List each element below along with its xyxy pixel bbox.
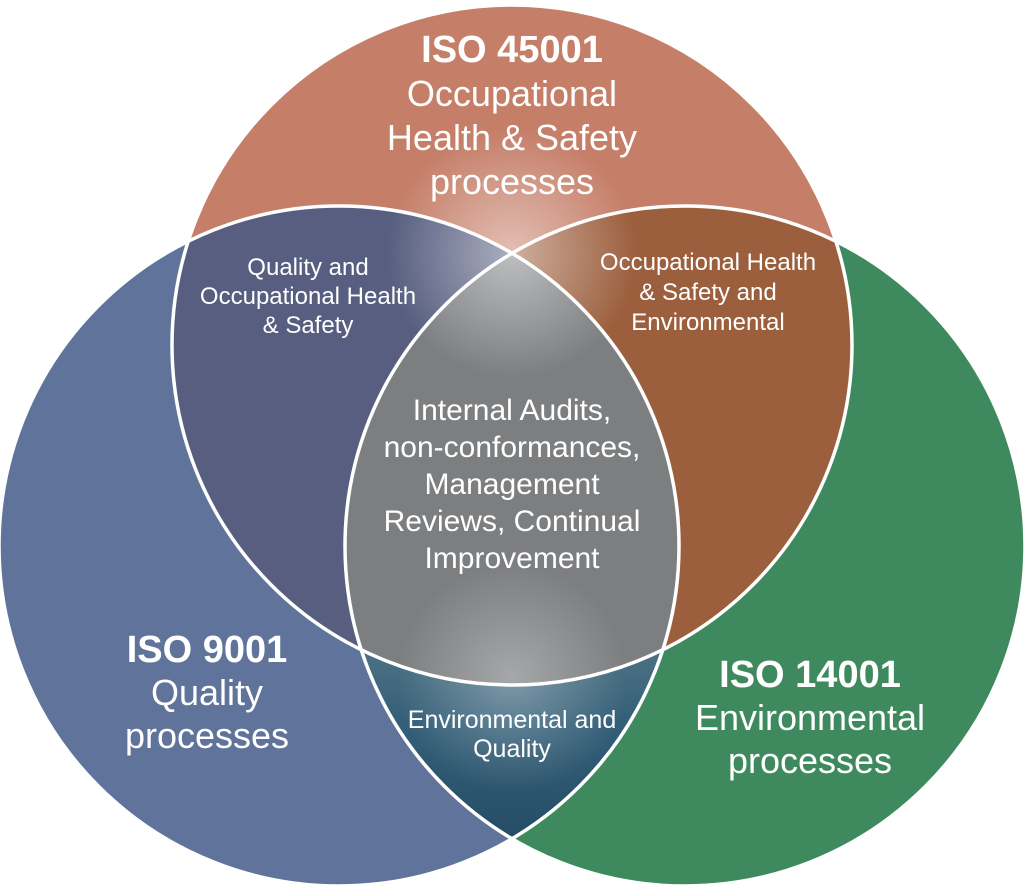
iso9001-line-2: processes (125, 715, 289, 756)
label-iso14001: ISO 14001 Environmental processes (695, 654, 925, 781)
iso14001-line-1: Environmental (695, 697, 925, 738)
label-iso45001: ISO 45001 Occupational Health & Safety p… (387, 29, 637, 202)
center-line-1: Internal Audits, (413, 394, 611, 427)
label-ohs-environmental: Occupational Health & Safety and Environ… (600, 249, 816, 336)
label-environmental-quality: Environmental and Quality (408, 706, 616, 763)
center-line-3: Management (424, 468, 600, 501)
quality-ohs-line-3: & Safety (263, 312, 354, 339)
iso14001-line-2: processes (728, 740, 892, 781)
center-line-5: Improvement (424, 542, 600, 575)
quality-ohs-line-1: Quality and (247, 254, 368, 281)
label-center: Internal Audits, non-conformances, Manag… (384, 394, 641, 575)
ohs-env-line-3: Environmental (631, 309, 784, 336)
outline-iso9001 (0, 204, 681, 888)
env-quality-line-1: Environmental and (408, 706, 616, 734)
iso45001-title: ISO 45001 (421, 29, 603, 71)
label-quality-ohs: Quality and Occupational Health & Safety (200, 254, 416, 339)
label-iso9001: ISO 9001 Quality processes (125, 629, 289, 756)
quality-ohs-line-2: Occupational Health (200, 283, 416, 310)
iso9001-title: ISO 9001 (127, 629, 288, 671)
ohs-env-line-2: & Safety and (639, 279, 776, 306)
outline-iso14001 (343, 204, 1024, 888)
ohs-env-line-1: Occupational Health (600, 249, 816, 276)
center-line-4: Reviews, Continual (384, 505, 641, 538)
iso45001-line-1: Occupational (407, 73, 617, 114)
outline-iso45001 (170, 3, 854, 687)
iso45001-line-3: processes (430, 161, 594, 202)
bottom-glow (397, 563, 627, 793)
iso9001-line-1: Quality (151, 672, 263, 713)
env-quality-line-2: Quality (473, 735, 551, 763)
center-line-2: non-conformances, (384, 431, 641, 464)
iso45001-line-2: Health & Safety (387, 117, 637, 158)
iso14001-title: ISO 14001 (719, 654, 901, 696)
